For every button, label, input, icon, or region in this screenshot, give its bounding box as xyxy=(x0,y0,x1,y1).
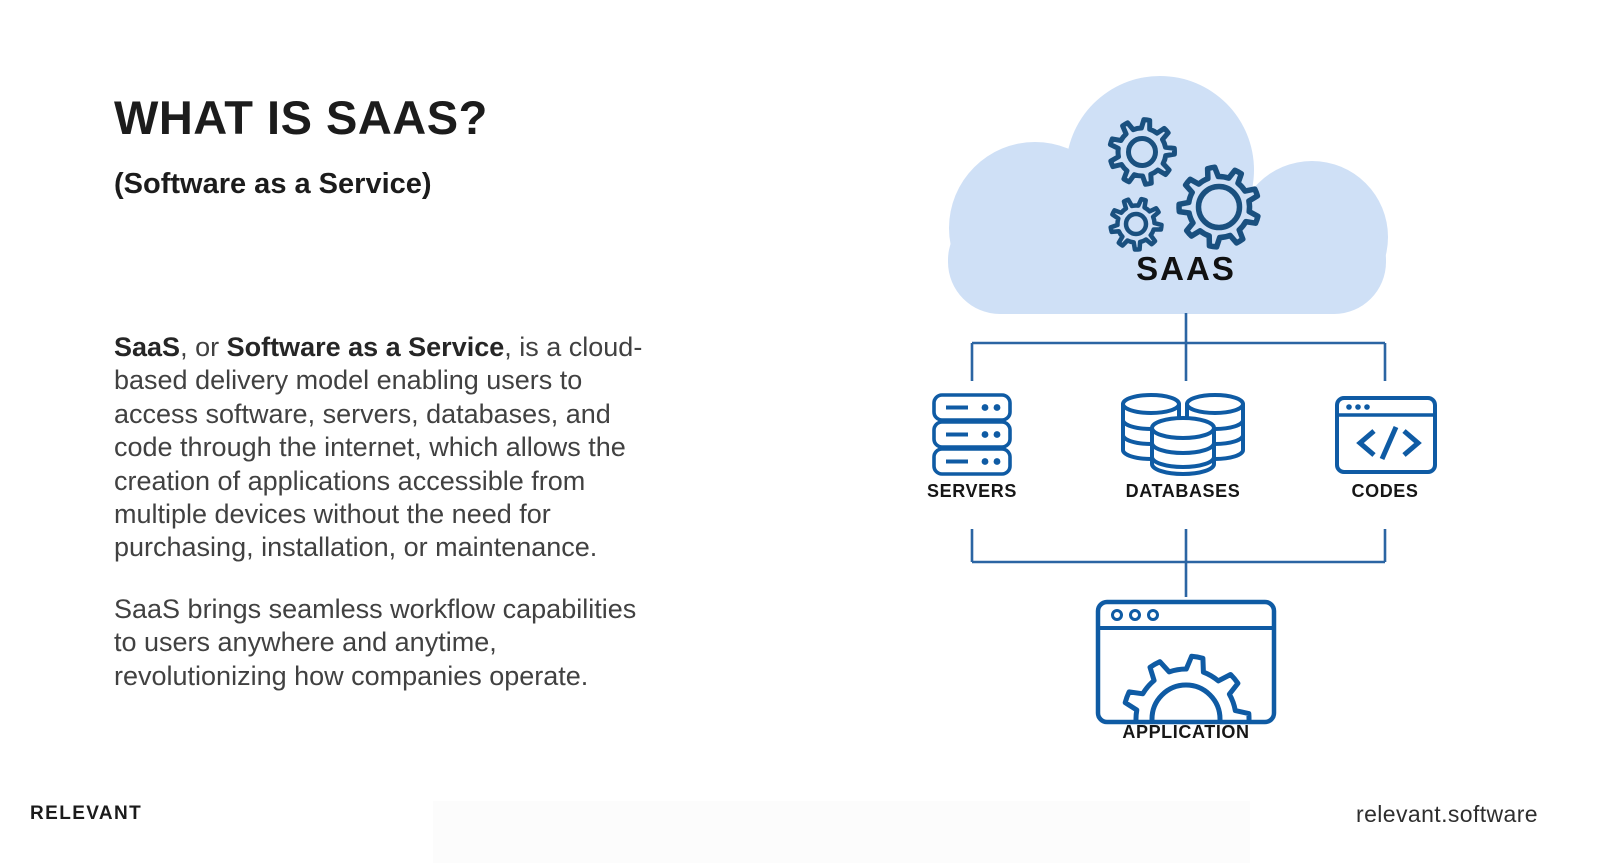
application-label: APPLICATION xyxy=(1122,722,1250,742)
code-slash-glyph xyxy=(1356,425,1422,461)
cloud-shape xyxy=(948,76,1388,314)
codes-label: CODES xyxy=(1351,481,1419,501)
intro-separator: , or xyxy=(180,332,227,362)
servers-label: SERVERS xyxy=(927,481,1017,501)
intro-rest: , is a cloud- based delivery model enabl… xyxy=(114,332,643,563)
footer-band xyxy=(433,801,1250,863)
connector-lines xyxy=(970,313,1387,597)
databases-icon xyxy=(1121,393,1245,476)
gear-icon-top xyxy=(1107,117,1177,187)
intro-paragraph: SaaS, or Software as a Service, is a clo… xyxy=(114,331,774,565)
page-subtitle: (Software as a Service) xyxy=(114,168,432,200)
application-icon xyxy=(1095,599,1277,725)
gear-icon-large xyxy=(1176,164,1261,250)
application-gear-icon xyxy=(1122,653,1252,721)
databases-label: DATABASES xyxy=(1125,481,1241,501)
servers-icon xyxy=(932,393,1012,476)
brand-logo: RELEVANT xyxy=(30,803,143,824)
page-title: WHAT IS SAAS? xyxy=(114,91,488,144)
database-cylinder-front xyxy=(1150,416,1216,476)
website-text: relevant.software xyxy=(1356,801,1538,827)
cloud-saas-label: SAAS xyxy=(1136,250,1236,287)
intro-bold-software-as-a-service: Software as a Service xyxy=(226,332,505,362)
secondary-paragraph: SaaS brings seamless workflow capabiliti… xyxy=(114,594,637,691)
gear-icon-small xyxy=(1108,196,1164,252)
codes-icon xyxy=(1335,396,1437,474)
intro-bold-saas: SaaS xyxy=(114,332,181,362)
